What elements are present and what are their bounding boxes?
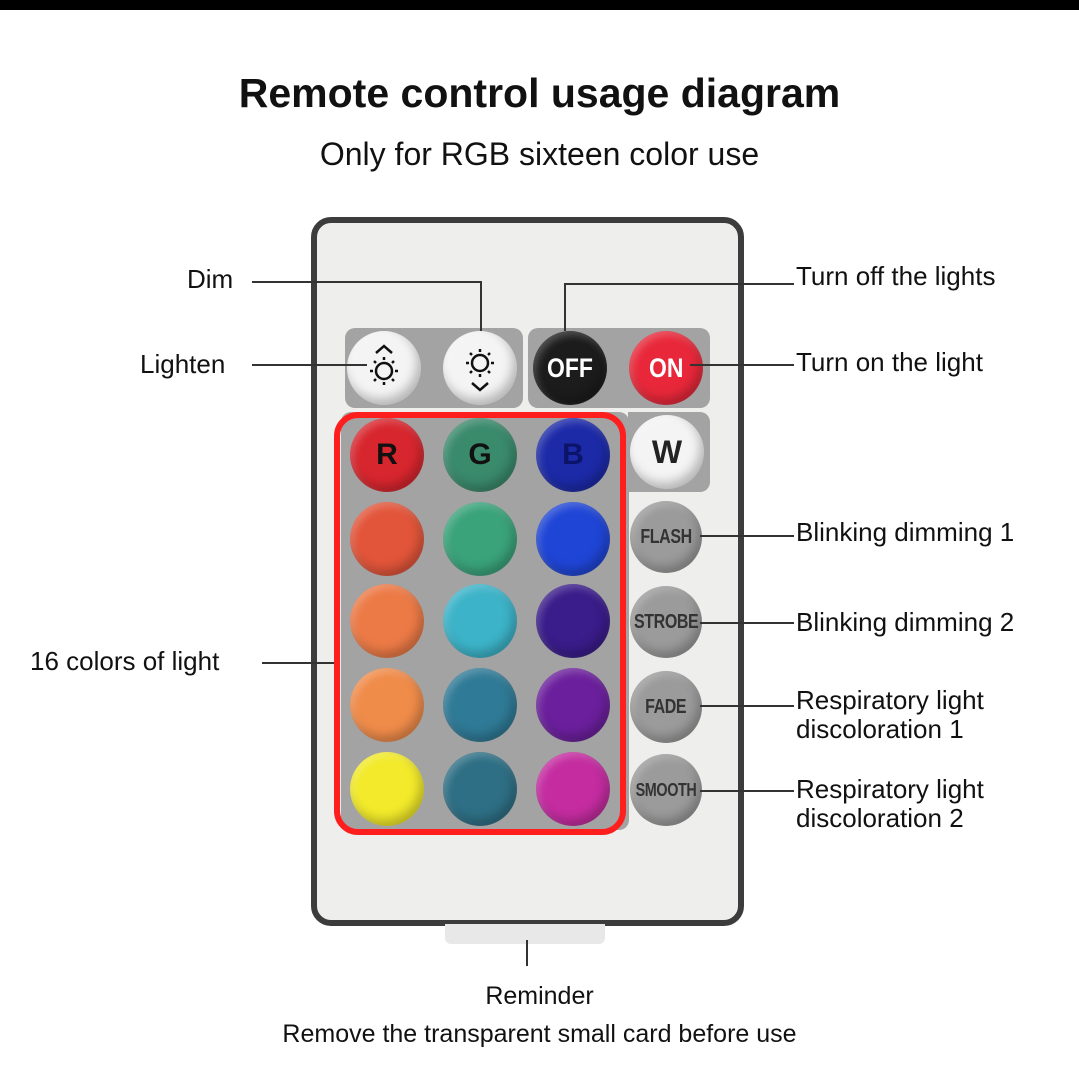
sixteen-colors-highlight [334, 412, 626, 835]
white-button[interactable]: W [630, 415, 704, 489]
smooth-label-line2: discoloration 2 [796, 803, 964, 833]
smooth-button-label: SMOOTH [635, 779, 697, 800]
reminder-title: Reminder [485, 982, 594, 1010]
on-button[interactable]: ON [629, 331, 703, 405]
color-button-r5c3[interactable] [536, 752, 610, 826]
off-button-label: OFF [547, 352, 593, 383]
strobe-callout-line [700, 622, 794, 624]
color-button-r3c2[interactable] [443, 584, 517, 658]
dim-label: Dim [187, 264, 234, 294]
turn-off-callout-line-v [564, 283, 566, 331]
diagram-subtitle: Only for RGB sixteen color use [319, 136, 760, 172]
flash-label: Blinking dimming 1 [796, 517, 1015, 547]
reminder-text: Remove the transparent small card before… [282, 1020, 797, 1048]
brightness-up-icon [370, 344, 398, 385]
flash-button-label: FLASH [640, 525, 692, 548]
flash-button[interactable]: FLASH [630, 501, 702, 573]
brightness-down-icon [466, 349, 494, 392]
smooth-callout-line [700, 790, 794, 792]
strobe-button[interactable]: STROBE [630, 586, 702, 658]
dim-button[interactable] [443, 331, 517, 405]
lighten-label: Lighten [140, 349, 226, 379]
color-button-red[interactable]: R [350, 418, 424, 492]
dim-callout-line-v [480, 281, 482, 331]
dim-callout-line-h [252, 281, 482, 283]
blue-button-label: B [562, 438, 584, 471]
color-button-r5c1[interactable] [350, 752, 424, 826]
color-button-r2c2[interactable] [443, 502, 517, 576]
white-button-label: W [651, 433, 683, 470]
color-button-r3c1[interactable] [350, 584, 424, 658]
color-button-r2c3[interactable] [536, 502, 610, 576]
lighten-button[interactable] [347, 331, 421, 405]
color-button-green[interactable]: G [443, 418, 517, 492]
flash-callout-line [700, 535, 794, 537]
turn-on-label: Turn on the light [796, 347, 983, 377]
color-button-r4c3[interactable] [536, 668, 610, 742]
color-button-r3c3[interactable] [536, 584, 610, 658]
color-button-r4c2[interactable] [443, 668, 517, 742]
fade-label-line2: discoloration 1 [796, 714, 964, 744]
fade-callout-line [700, 705, 794, 707]
top-border-bar [0, 0, 1079, 10]
fade-label-line1: Respiratory light [796, 685, 984, 715]
strobe-label: Blinking dimming 2 [796, 607, 1015, 637]
turn-off-label: Turn off the lights [796, 261, 996, 291]
smooth-label-line1: Respiratory light [796, 774, 984, 804]
fade-button-label: FADE [645, 695, 687, 718]
on-button-label: ON [648, 352, 684, 383]
turn-on-callout-line [690, 364, 794, 366]
turn-off-callout-line-h [564, 283, 794, 285]
sixteen-colors-label: 16 colors of light [30, 646, 220, 676]
strobe-button-label: STROBE [633, 610, 699, 633]
fade-button[interactable]: FADE [630, 671, 702, 743]
reminder-callout-line [526, 940, 528, 966]
transparent-card-tab [445, 924, 605, 944]
color-button-blue[interactable]: B [536, 418, 610, 492]
green-button-label: G [468, 438, 492, 471]
off-button[interactable]: OFF [533, 331, 607, 405]
smooth-button[interactable]: SMOOTH [630, 754, 702, 826]
color-button-r4c1[interactable] [350, 668, 424, 742]
red-button-label: R [376, 438, 398, 471]
sixteen-colors-callout-line [262, 662, 334, 664]
diagram-title: Remote control usage diagram [238, 70, 841, 116]
color-button-r2c1[interactable] [350, 502, 424, 576]
lighten-callout-line [252, 364, 367, 366]
color-button-r5c2[interactable] [443, 752, 517, 826]
